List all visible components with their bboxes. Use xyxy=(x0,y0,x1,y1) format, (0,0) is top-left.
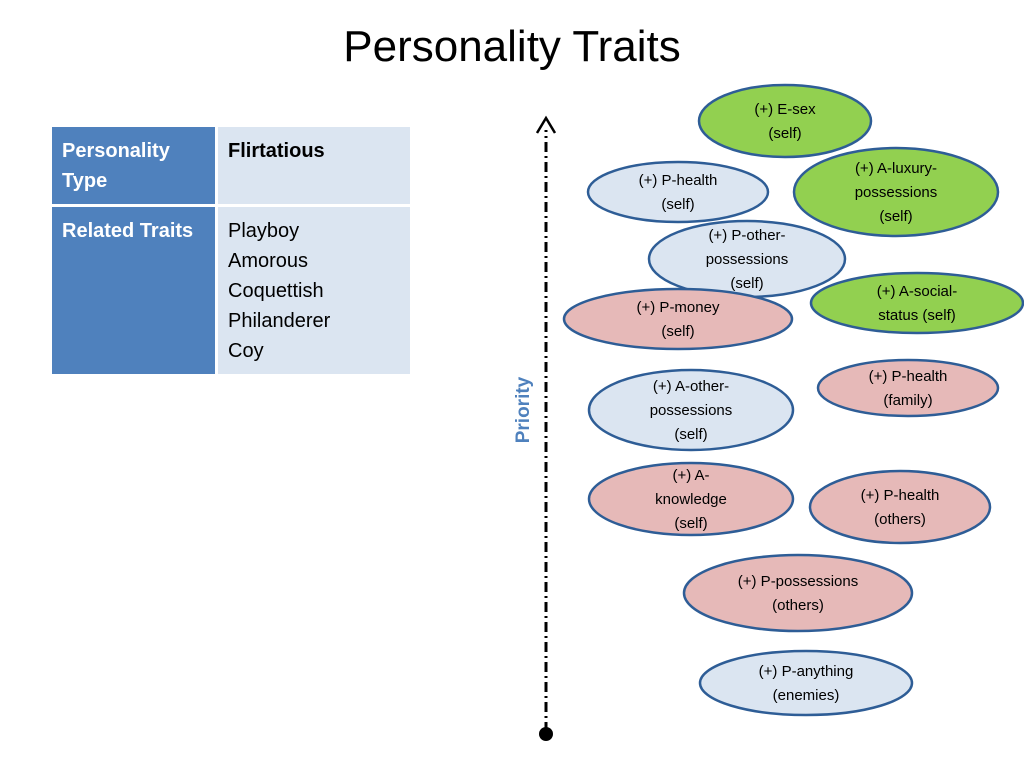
node-label-line: (others) xyxy=(772,597,824,614)
node-a-other-possessions-self: (+) A-other-possessions (self) xyxy=(587,368,795,452)
trait-item: Philanderer xyxy=(228,310,331,332)
related-traits-row: Related Traits Playboy Amorous Coquettis… xyxy=(52,205,410,374)
node-label-line: (others) xyxy=(874,511,926,528)
node-label-line: (+) E-sex xyxy=(754,101,816,118)
node-label-line: (+) P-health xyxy=(869,368,948,385)
node-e-sex-self: (+) E-sex (self) xyxy=(697,83,873,159)
node-label-line: (+) A-social- xyxy=(877,283,957,300)
node-ellipse xyxy=(816,358,1000,418)
node-ellipse xyxy=(697,83,873,159)
personality-table: Personality Type Flirtatious Related Tra… xyxy=(52,127,410,374)
trait-item: Amorous xyxy=(228,250,309,272)
node-ellipse xyxy=(792,146,1000,238)
trait-item: Coquettish xyxy=(228,280,324,302)
node-label-line: (+) P-possessions xyxy=(738,573,858,590)
node-ellipse xyxy=(587,461,795,537)
node-label-line: possessions xyxy=(706,251,789,268)
node-p-health-others: (+) P-health (others) xyxy=(808,469,992,545)
node-a-knowledge-self: (+) A-knowledge (self) xyxy=(587,461,795,537)
node-ellipse xyxy=(562,287,794,351)
node-label-line: (self) xyxy=(768,125,801,142)
node-a-luxury-possessions-self: (+) A-luxury-possessions (self) xyxy=(792,146,1000,238)
node-label-line: (+) P-health xyxy=(861,487,940,504)
priority-axis-origin-dot xyxy=(539,727,553,741)
related-traits-header: Related Traits xyxy=(52,205,218,374)
node-label-line: (self) xyxy=(879,208,912,225)
node-label-line: (self) xyxy=(674,426,707,443)
node-label-line: (self) xyxy=(674,515,707,532)
personality-type-value: Flirtatious xyxy=(216,127,410,207)
trait-item: Coy xyxy=(228,340,264,362)
node-a-social-status-self: (+) A-social-status (self) xyxy=(809,271,1024,335)
node-label-line: (self) xyxy=(661,323,694,340)
node-label-line: status (self) xyxy=(878,307,956,324)
personality-type-header: Personality Type xyxy=(52,127,218,207)
node-label-line: (enemies) xyxy=(773,687,840,704)
node-label-line: (+) A-luxury- xyxy=(855,160,937,177)
node-label-line: (+) A-other- xyxy=(653,378,729,395)
node-ellipse xyxy=(682,553,914,633)
node-label-line: (+) P-money xyxy=(637,299,720,316)
page-title: Personality Traits xyxy=(343,22,681,71)
priority-axis-label: Priority xyxy=(513,376,534,443)
node-p-possessions-others: (+) P-possessions (others) xyxy=(682,553,914,633)
node-p-health-self: (+) P-health (self) xyxy=(586,160,770,224)
node-ellipse xyxy=(698,649,914,717)
node-p-anything-enemies: (+) P-anything (enemies) xyxy=(698,649,914,717)
node-label-line: (+) A- xyxy=(672,467,709,484)
node-label-line: (family) xyxy=(883,392,932,409)
node-label-line: (self) xyxy=(661,196,694,213)
personality-type-row: Personality Type Flirtatious xyxy=(52,127,410,207)
node-ellipse xyxy=(586,160,770,224)
node-ellipse xyxy=(809,271,1024,335)
trait-nodes: (+) E-sex(self)(+) P-health(self)(+) A-l… xyxy=(562,83,1024,717)
node-label-line: knowledge xyxy=(655,491,727,508)
priority-axis-arrowhead xyxy=(535,115,557,134)
related-traits-list: Playboy Amorous Coquettish Philanderer C… xyxy=(216,205,410,374)
node-label-line: (+) P-anything xyxy=(759,663,854,680)
node-p-money-self: (+) P-money (self) xyxy=(562,287,794,351)
node-label-line: possessions xyxy=(650,402,733,419)
node-ellipse xyxy=(587,368,795,452)
node-label-line: (self) xyxy=(730,275,763,292)
node-ellipse xyxy=(808,469,992,545)
trait-item: Playboy xyxy=(228,220,300,242)
node-label-line: possessions xyxy=(855,184,938,201)
node-label-line: (+) P-health xyxy=(639,172,718,189)
node-p-other-possessions-self: (+) P-other-possessions (self) xyxy=(647,219,847,299)
node-p-health-family: (+) P-health (family) xyxy=(816,358,1000,418)
node-label-line: (+) P-other- xyxy=(708,227,785,244)
